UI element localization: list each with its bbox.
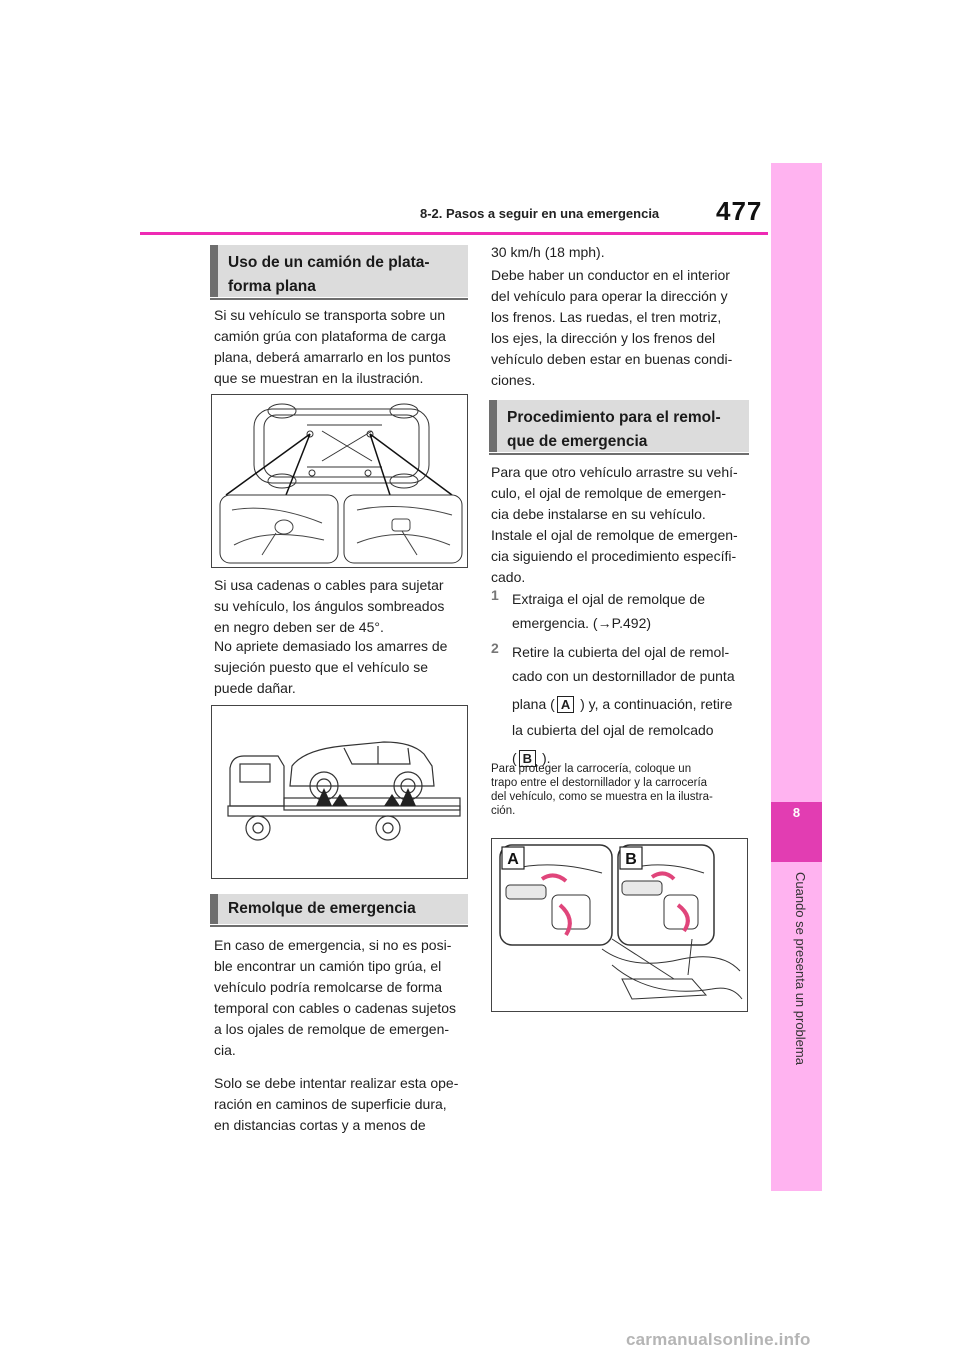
label-b-box: B — [518, 750, 537, 767]
chapter-side-tab — [771, 163, 822, 1191]
tighten-paragraph: No apriete demasiado los amarres de suje… — [214, 638, 448, 696]
step-1-number: 1 — [491, 587, 499, 603]
figure-label-b: B — [625, 851, 637, 868]
chapter-title: Cuando se presenta un problema — [793, 872, 808, 1065]
chains-paragraph: Si usa cadenas o cables para sujetar su … — [214, 577, 445, 635]
speed-paragraph: 30 km/h (18 mph). — [491, 244, 605, 260]
protection-note: Para proteger la carrocería, coloque un … — [491, 763, 713, 817]
step-2-text: Retire la cubierta del ojal de remol- ca… — [512, 644, 735, 767]
page-number: 477 — [716, 196, 763, 226]
heading-emergency-towing: Remolque de emergencia — [210, 894, 468, 927]
flatbed-truck-drawing — [227, 741, 461, 841]
car-underbody-drawing — [219, 403, 463, 564]
label-a-box: A — [556, 696, 575, 713]
procedure-paragraph: Para que otro vehículo arrastre su vehí-… — [491, 464, 738, 585]
emergency-paragraph: En caso de emergencia, si no es posi- bl… — [214, 937, 457, 1058]
driver-paragraph: Debe haber un conductor en el interior d… — [491, 267, 733, 388]
section-title: 8-2. Pasos a seguir en una emergencia — [420, 206, 660, 221]
flatbed-truck-illustration — [211, 705, 468, 879]
watermark-text: carmanualsonline.info — [626, 1330, 811, 1349]
header-rule — [140, 232, 768, 235]
tow-eye-cover-drawing: A B — [499, 844, 743, 1000]
step-2-number: 2 — [491, 640, 499, 656]
figure-label-a: A — [507, 851, 519, 868]
flatbed-paragraph: Si su vehículo se transporta sobre un ca… — [214, 307, 451, 386]
step-1-text: Extraiga el ojal de remolque de emergenc… — [512, 591, 706, 631]
attempt-paragraph: Solo se debe intentar realizar esta ope-… — [214, 1075, 459, 1133]
chapter-number-tab: 8 — [771, 802, 822, 862]
heading-emergency-procedure: Procedimiento para el remol- que de emer… — [489, 400, 749, 455]
tow-eye-cover-illustration: A B — [491, 838, 748, 1012]
heading-flatbed: Uso de un camión de plata- forma plana — [210, 245, 468, 300]
tie-down-points-illustration — [211, 394, 468, 568]
